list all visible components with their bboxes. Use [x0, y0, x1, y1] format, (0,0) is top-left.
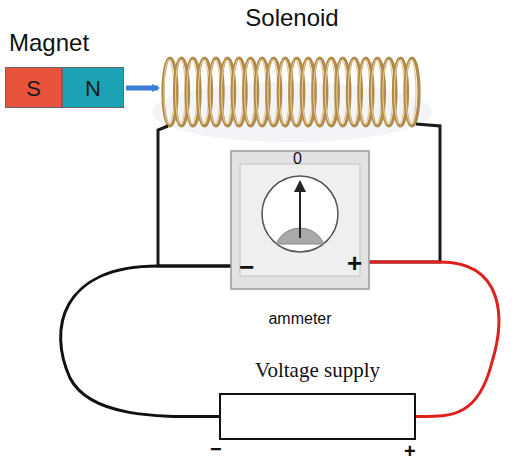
- supply-label: Voltage supply: [206, 358, 429, 383]
- supply-box: [219, 393, 416, 440]
- coil-highlight: [406, 60, 416, 124]
- coil-highlight: [256, 60, 266, 124]
- motion-arrow: [126, 86, 158, 91]
- coil-highlight: [291, 60, 301, 124]
- magnet-label: Magnet: [9, 29, 89, 57]
- coil-highlight: [279, 60, 289, 124]
- dial: [262, 176, 338, 252]
- coil-highlight: [394, 60, 404, 124]
- coil-highlight: [360, 60, 370, 124]
- coil-highlight: [371, 60, 381, 124]
- pole-letter: S: [6, 76, 61, 102]
- magnet-pole: S: [5, 67, 62, 108]
- coil-highlight: [222, 60, 232, 124]
- coil-highlight: [383, 60, 393, 124]
- solenoid-label: Solenoid: [245, 4, 338, 32]
- coil-highlight: [176, 60, 186, 124]
- coil-highlight: [337, 60, 347, 124]
- needle: [299, 188, 301, 238]
- ammeter: 0 − + ammeter: [230, 150, 370, 335]
- lead-wire: [158, 126, 232, 266]
- coil-highlight: [302, 60, 312, 124]
- coil-highlight: [245, 60, 255, 124]
- terminal-sign: +: [347, 248, 362, 279]
- coil-highlight: [199, 60, 209, 124]
- ammeter-case: [231, 151, 369, 289]
- voltage-supply: Voltage supply − +: [206, 358, 429, 466]
- coil-highlight: [325, 60, 335, 124]
- wire: [61, 266, 230, 417]
- magnet-pole: N: [62, 67, 124, 108]
- coil-highlight: [233, 60, 243, 124]
- lead-wire: [368, 124, 440, 262]
- coil-highlight: [210, 60, 220, 124]
- coil-highlight: [348, 60, 358, 124]
- scale-zero: 0: [293, 150, 302, 168]
- terminal-sign: −: [210, 438, 222, 461]
- coil-highlight: [314, 60, 324, 124]
- coil-highlight: [164, 60, 174, 124]
- terminal-sign: +: [404, 440, 416, 463]
- solenoid-coil: [163, 58, 419, 126]
- terminal-sign: −: [239, 252, 254, 283]
- coil-highlight: [268, 60, 278, 124]
- ammeter-label: ammeter: [230, 310, 370, 328]
- pole-letter: N: [63, 76, 123, 102]
- coil-highlight: [187, 60, 197, 124]
- needle-head: [294, 180, 306, 192]
- coil-turn: [405, 58, 419, 126]
- ammeter-panel: [240, 164, 360, 276]
